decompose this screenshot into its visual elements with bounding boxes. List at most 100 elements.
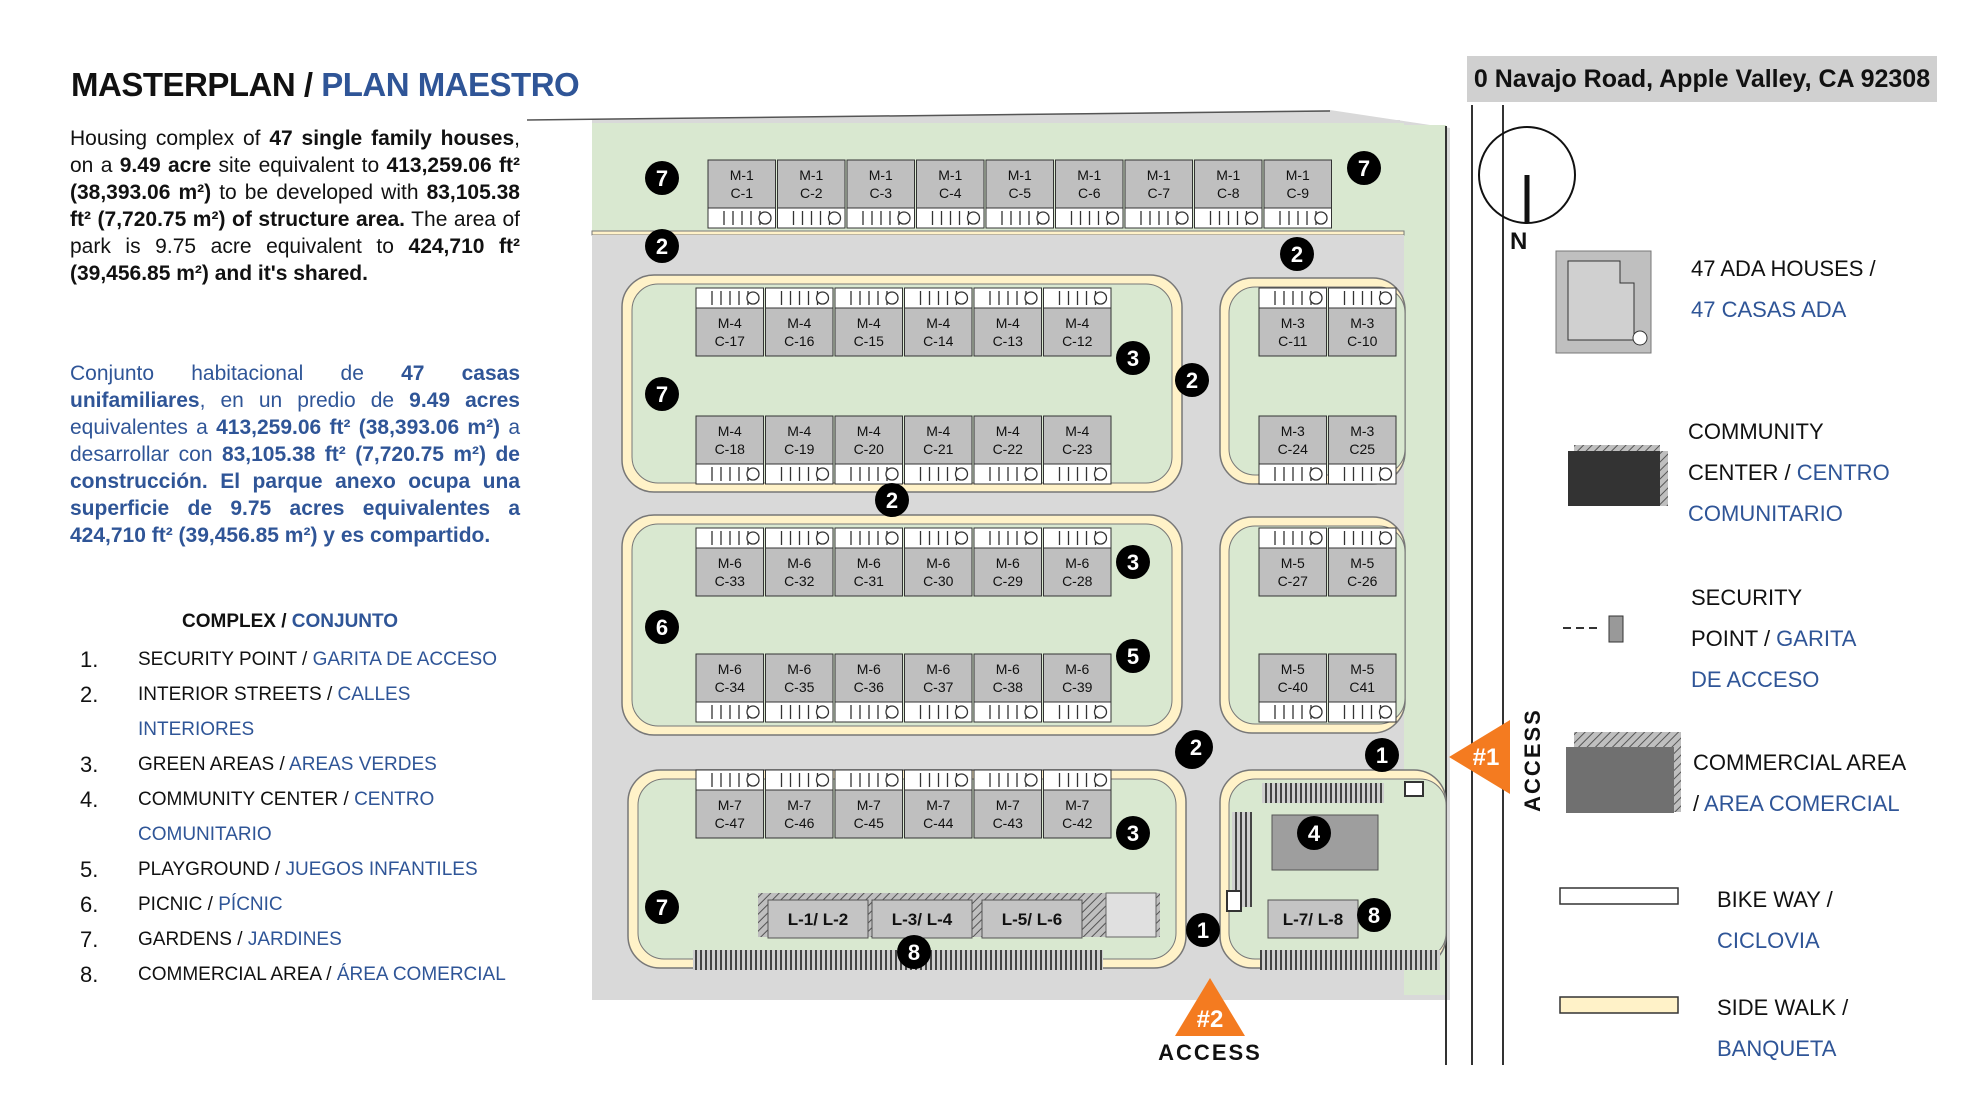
- house-lot-label: C-27: [1278, 573, 1309, 589]
- legend-item-es: AREAS VERDES: [289, 754, 437, 775]
- key-security-point-icon: [1563, 615, 1624, 643]
- key-security-line2: POINT / GARITA: [1691, 618, 1856, 659]
- legend-item-sep: /: [321, 964, 337, 985]
- parking-bottom-left: [693, 950, 1103, 970]
- house-model-label: M-4: [926, 315, 950, 331]
- accessibility-icon: [1093, 291, 1108, 305]
- accessibility-icon: [885, 467, 899, 481]
- key-commercial-en1: COMMERCIAL AREA: [1693, 750, 1907, 775]
- house-model-label: M-4: [926, 423, 950, 439]
- accessibility-icon: [815, 291, 830, 305]
- description-segment: 9.49 acres: [409, 389, 520, 412]
- marker-badge: 1: [1365, 738, 1399, 772]
- commercial-lot-building: [767, 899, 869, 939]
- house-model-label: M-1: [1077, 167, 1101, 183]
- house-lot: M-5C-26: [1328, 527, 1397, 597]
- key-sidewalk-es: BANQUETA: [1717, 1036, 1837, 1061]
- marker-badge-circle: [645, 229, 679, 263]
- house-body: [904, 653, 973, 703]
- legend-item-es: CALLES INTERIORES: [138, 684, 411, 740]
- accessibility-icon: [1093, 705, 1108, 719]
- house-lot: M-7C-46: [765, 769, 834, 839]
- accessibility-icon: [746, 531, 760, 545]
- key-ada-houses-en: 47 ADA HOUSES /: [1691, 256, 1876, 281]
- house-lot: M-4C-18: [695, 415, 764, 485]
- house-lot: M-4C-16: [765, 287, 834, 357]
- legend-item-es: ÁREA COMERCIAL: [336, 964, 506, 985]
- legend-item-number: 5.: [80, 857, 99, 882]
- legend-item-number: 8.: [80, 962, 99, 987]
- house-model-label: M-4: [857, 315, 881, 331]
- house-lot-label: C-37: [923, 679, 954, 695]
- house-lot: M-4C-14: [904, 287, 973, 357]
- marker-badge-number: 2: [1186, 368, 1198, 393]
- house-lot-label: C41: [1349, 679, 1375, 695]
- key-community-center-text: COMMUNITY CENTER / CENTRO COMUNITARIO: [1688, 411, 1890, 534]
- house-lot-label: C-23: [1062, 441, 1093, 457]
- house-body: [1328, 307, 1397, 357]
- legend-item-text: SECURITY POINT / GARITA DE ACCESO: [138, 642, 520, 677]
- house-lot: M-6C-34: [695, 653, 764, 723]
- house-lot: M-6C-35: [765, 653, 834, 723]
- accessibility-icon: [1309, 291, 1323, 305]
- key-community-en2: CENTER /: [1688, 460, 1797, 485]
- marker-badge: 2: [1175, 363, 1209, 397]
- house-model-label: M-7: [926, 797, 950, 813]
- description-segment: Conjunto habitacional de: [70, 362, 402, 385]
- house-lot-label: C-26: [1347, 573, 1378, 589]
- house-lot-label: C-32: [784, 573, 815, 589]
- marker-badge-circle: [1116, 545, 1150, 579]
- house-lot: M-1C-8: [1194, 159, 1263, 229]
- house-model-label: M-1: [1216, 167, 1240, 183]
- legend-item-number: 7.: [80, 927, 99, 952]
- house-model-label: M-5: [1350, 555, 1374, 571]
- house-lot-label: C-31: [854, 573, 885, 589]
- house-model-label: M-3: [1281, 315, 1305, 331]
- house-lot-label: C-13: [993, 333, 1024, 349]
- legend-item: 6.PICNIC / PÍCNIC: [80, 887, 520, 922]
- house-model-label: M-6: [718, 555, 742, 571]
- legend-item-sep: /: [274, 754, 290, 775]
- marker-badge: 4: [1297, 816, 1331, 850]
- accessibility-icon: [1093, 531, 1108, 545]
- description-segment: 83,105.38 ft² (7,720.75 m²) de construcc…: [70, 443, 520, 547]
- house-model-label: M-6: [926, 555, 950, 571]
- key-ada-houses-es: 47 CASAS ADA: [1691, 297, 1847, 322]
- commercial-lot-building: [1267, 899, 1359, 939]
- key-bike-en: BIKE WAY /: [1717, 887, 1833, 912]
- marker-badge-number: 7: [1358, 156, 1370, 181]
- commercial-lot: L-5/ L-6: [981, 899, 1083, 939]
- house-lot: M-6C-31: [834, 527, 903, 597]
- house-model-label: M-1: [1008, 167, 1032, 183]
- legend-item-es: GARITA DE ACCESO: [312, 649, 497, 670]
- house-lot-label: C-10: [1347, 333, 1378, 349]
- parking-community-top: [1262, 783, 1384, 803]
- house-lot: M-4C-20: [834, 415, 903, 485]
- house-model-label: M-4: [857, 423, 881, 439]
- house-body: [765, 653, 834, 703]
- marker-badge-circle: [1365, 738, 1399, 772]
- marker-badge-number: 7: [656, 166, 668, 191]
- marker-badge-circle: [1116, 341, 1150, 375]
- marker-badge-number: 6: [656, 615, 668, 640]
- description-segment: The area of park is 9.75 acre equivalent…: [70, 208, 521, 258]
- accessibility-icon: [746, 705, 760, 719]
- accessibility-icon: [954, 773, 969, 787]
- house-model-label: M-7: [996, 797, 1020, 813]
- marker-badge-circle: [645, 377, 679, 411]
- house-lot-label: C-43: [993, 815, 1024, 831]
- parking-bottom-right: [1260, 950, 1440, 970]
- legend-item-sep: /: [269, 859, 286, 880]
- key-bike-way-text: BIKE WAY / CICLOVIA: [1717, 879, 1833, 961]
- key-community-en1: COMMUNITY: [1688, 419, 1824, 444]
- marker-badge-circle: [1297, 816, 1331, 850]
- accessibility-icon: [1378, 467, 1393, 481]
- access-2-badge: #2: [1197, 1006, 1224, 1033]
- access-1-arrow: [1449, 720, 1510, 794]
- house-body: [777, 159, 846, 209]
- house-body: [985, 159, 1054, 209]
- description-segment: , on a: [70, 127, 520, 177]
- house-model-label: M-7: [1065, 797, 1089, 813]
- legend-item-sep: /: [296, 649, 313, 670]
- house-model-label: M-7: [718, 797, 742, 813]
